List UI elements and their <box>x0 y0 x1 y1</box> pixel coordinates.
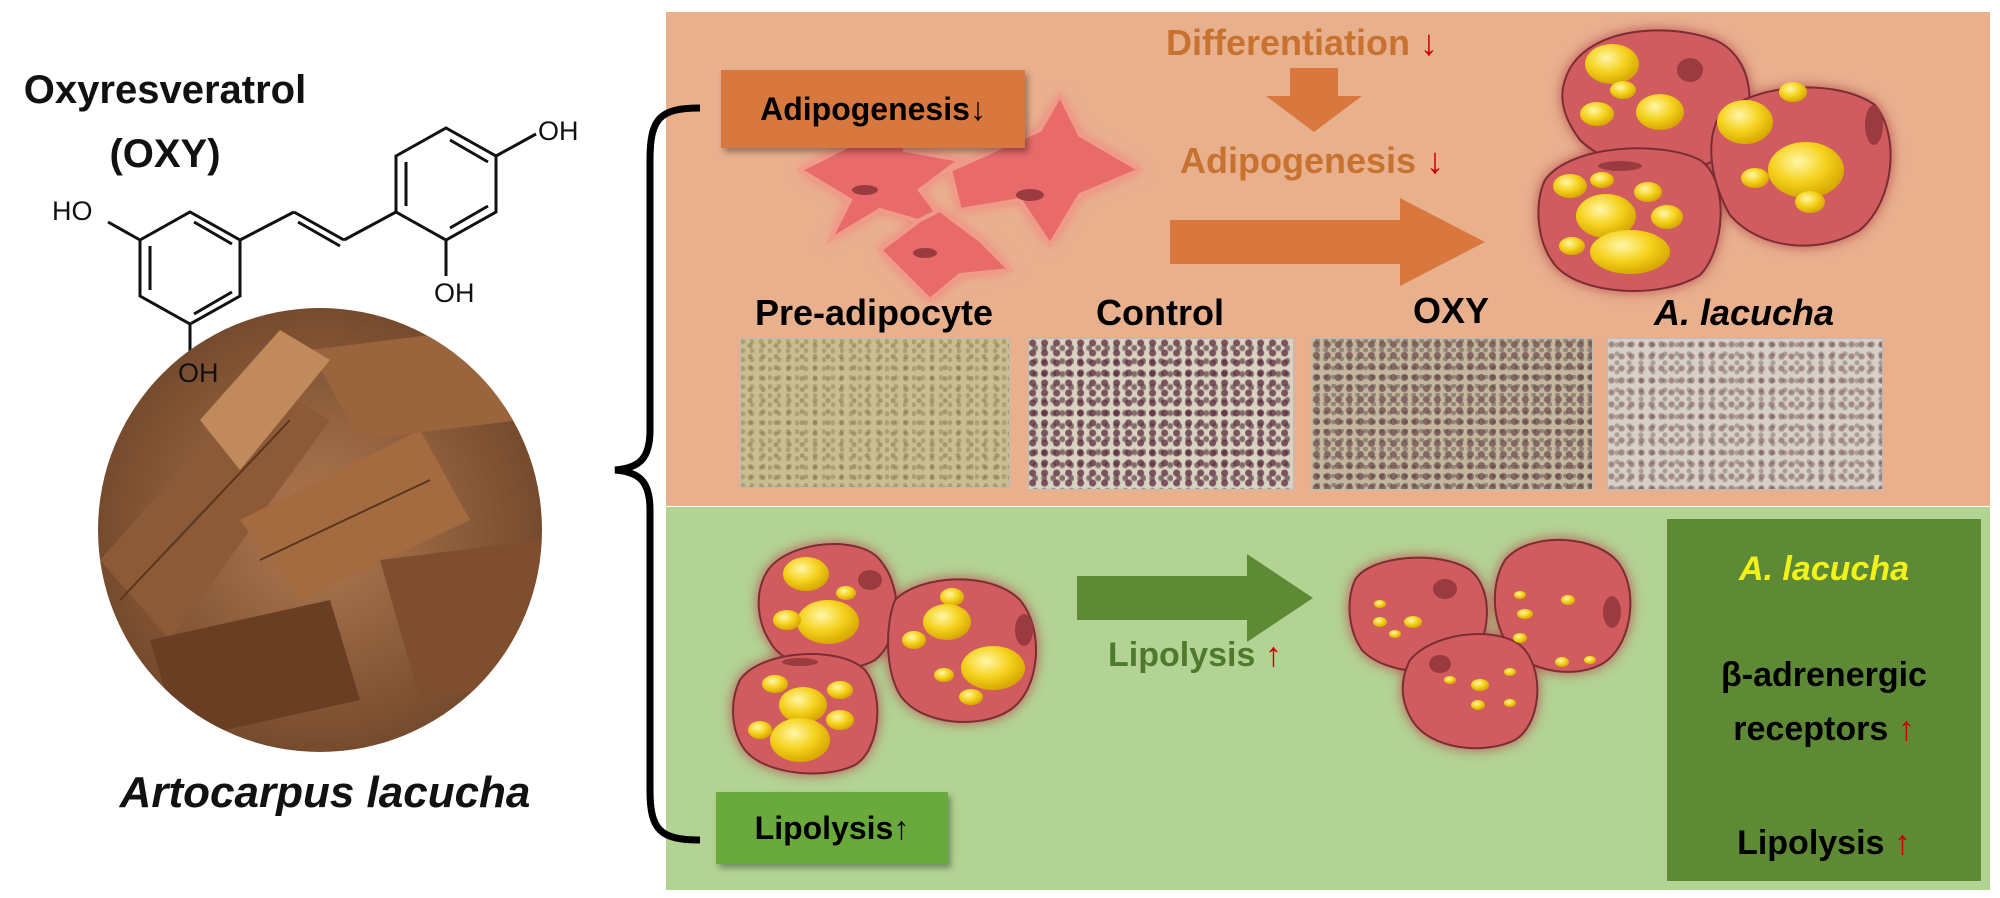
micrograph-control <box>1028 338 1294 490</box>
preadipocyte-cells <box>795 90 1145 303</box>
lipolysis-flow-arrow <box>1077 554 1313 642</box>
micrograph-oxy <box>1311 338 1593 490</box>
hydroxyl-label: OH <box>434 278 475 308</box>
down-arrow-icon: ↓ <box>1426 140 1445 181</box>
box-result: Lipolysis ↑ <box>1737 824 1911 862</box>
down-arrow-icon: ↓ <box>1420 22 1439 63</box>
grouping-brace <box>614 104 701 844</box>
receptor-label: β-adrenergic <box>1721 656 1927 694</box>
hydroxyl-label: HO <box>52 196 93 226</box>
oxyresveratrol-structure <box>107 126 537 362</box>
compound-title: Oxyresveratrol <box>23 68 307 112</box>
receptor-label-line2: receptors ↑ <box>1733 710 1915 748</box>
micrograph-preadipocyte <box>740 338 1010 488</box>
differentiation-down-arrow <box>1266 68 1362 132</box>
column-label-control: Control <box>1096 292 1224 333</box>
box-title: A. lacucha <box>1738 550 1910 588</box>
adipogenesis-label: Adipogenesis ↓ <box>1180 140 1445 181</box>
column-label-oxy: OXY <box>1412 290 1490 331</box>
hydroxyl-label: OH <box>538 116 579 146</box>
mechanism-box <box>1667 519 1981 881</box>
compound-abbrev: (OXY) <box>109 132 221 176</box>
plant-name: Artocarpus lacucha <box>119 768 531 817</box>
up-arrow-icon: ↑ <box>1897 710 1915 748</box>
up-arrow-icon: ↑ <box>1264 636 1282 674</box>
column-label-preadipocyte: Pre-adipocyte <box>754 292 994 333</box>
artocarpus-wood-photo <box>98 308 542 752</box>
adipogenesis-tag: Adipogenesis↓ <box>721 70 1025 148</box>
column-label-alacucha: A. lacucha <box>1653 292 1835 333</box>
adipogenesis-flow-arrow <box>1170 198 1485 286</box>
lipolysis-tag: Lipolysis↑ <box>716 792 948 864</box>
up-arrow-icon: ↑ <box>1893 824 1911 862</box>
differentiation-label: Differentiation ↓ <box>1166 22 1439 63</box>
lipolysis-adipocytes <box>1348 538 1632 750</box>
lipolysis-label: Lipolysis ↑ <box>1108 636 1282 674</box>
micrograph-alacucha <box>1607 338 1883 490</box>
hydroxyl-label: OH <box>178 358 219 388</box>
